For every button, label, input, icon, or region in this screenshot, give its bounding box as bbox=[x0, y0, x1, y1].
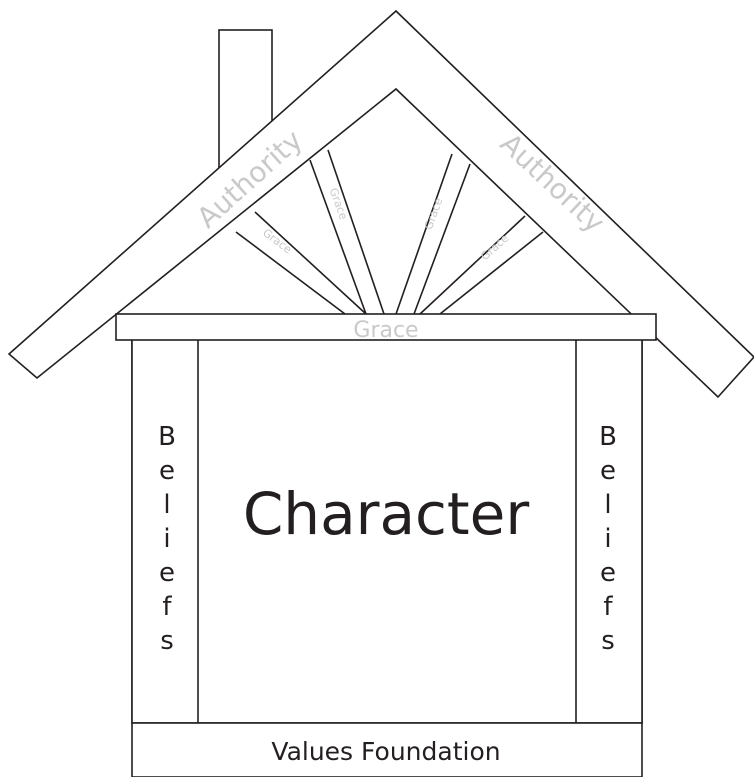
foundation-label: Values Foundation bbox=[271, 737, 500, 766]
truss-label-1: Grace bbox=[260, 226, 294, 256]
right-letter: e bbox=[600, 456, 616, 486]
truss-left-outer-inner bbox=[255, 212, 366, 314]
left-letter: l bbox=[163, 490, 170, 520]
right-letter: l bbox=[604, 490, 611, 520]
left-letter: e bbox=[159, 456, 175, 486]
beam-label: Grace bbox=[353, 318, 418, 343]
right-letter: B bbox=[599, 422, 617, 452]
right-letter: i bbox=[604, 524, 611, 554]
right-letter: s bbox=[601, 626, 615, 656]
left-letter: s bbox=[160, 626, 174, 656]
center-label: Character bbox=[243, 480, 530, 548]
truss-right-outer bbox=[420, 216, 525, 314]
right-letter: f bbox=[603, 592, 613, 622]
right-letter: e bbox=[600, 558, 616, 588]
left-letter: B bbox=[158, 422, 176, 452]
truss-label-3: Grace bbox=[422, 196, 445, 231]
truss-label-4: Grace bbox=[478, 232, 511, 264]
left-letter: i bbox=[163, 524, 170, 554]
left-letter: f bbox=[162, 592, 172, 622]
left-letter: e bbox=[159, 558, 175, 588]
